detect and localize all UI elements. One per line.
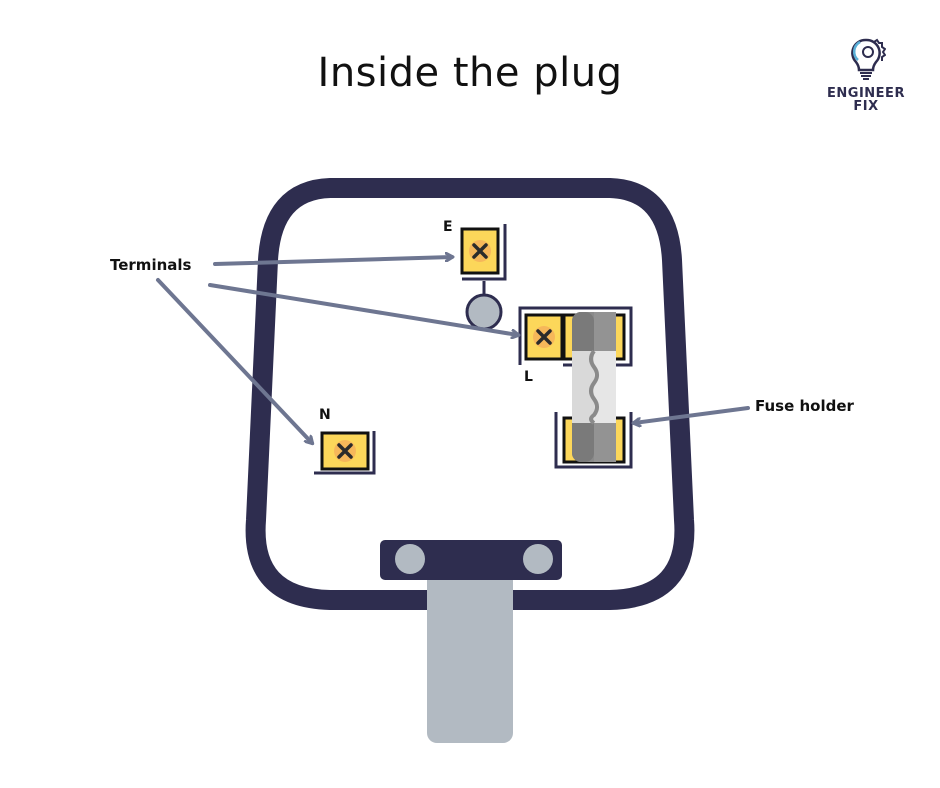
earth-pin [465,293,503,331]
screw-icon [472,243,488,259]
cable [427,560,513,743]
earth-terminal [460,224,507,331]
logo-text-line2: FIX [853,99,879,114]
neutral-terminal-label: N [319,407,331,423]
fuse [572,312,616,462]
cord-grip [380,540,562,580]
cord-grip-screw-left [395,544,425,574]
engineer-fix-logo: ENGINEER FIX [818,36,914,113]
arrow-to-fuse-holder [634,406,750,423]
plug-casing [245,178,695,610]
earth-terminal-label: E [443,219,453,235]
fuse-holder-callout-label: Fuse holder [755,397,854,415]
fuse-wire [589,349,599,425]
live-terminal-label: L [524,369,533,385]
logo-text-line1: ENGINEER [827,86,905,101]
cord-grip-screw-right [523,544,553,574]
page-title: Inside the plug [317,50,623,96]
terminals-callout-label: Terminals [110,256,192,274]
cable-entry [427,588,513,610]
arrow-to-earth-terminal [213,257,452,266]
lightbulb-gear-icon [851,38,887,80]
arrow-to-neutral-terminal [156,278,312,443]
neutral-terminal [314,431,376,475]
arrow-to-live-terminal [208,283,518,335]
screw-icon [536,329,552,345]
screw-icon [337,443,353,459]
